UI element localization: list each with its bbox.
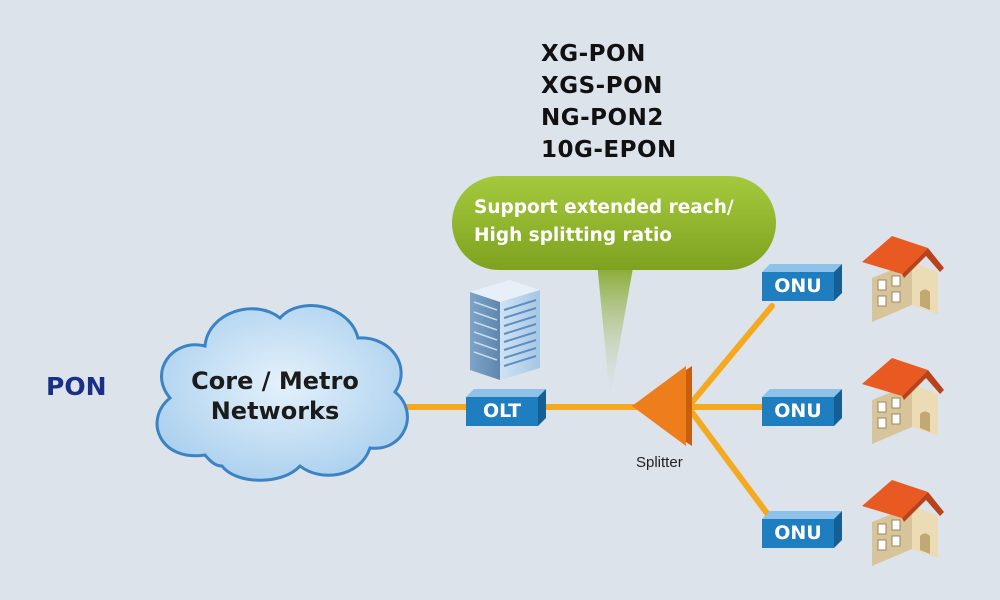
fiber-links xyxy=(392,303,775,523)
callout-text: Support extended reach/ High splitting r… xyxy=(474,194,734,250)
splitter-icon xyxy=(632,366,692,446)
callout-line-2: High splitting ratio xyxy=(474,225,672,246)
callout-bubble xyxy=(452,176,776,398)
onu-label-1: ONU xyxy=(774,275,822,297)
onu-box-1 xyxy=(762,264,842,301)
standard-xgs-pon: XGS-PON xyxy=(541,73,663,99)
onu-box-3 xyxy=(762,511,842,548)
cloud-icon xyxy=(155,304,409,482)
splitter-label: Splitter xyxy=(636,454,683,471)
cloud-label-line-2: Networks xyxy=(210,397,340,425)
cloud-label-line-1: Core / Metro xyxy=(191,367,359,395)
house-icon-3 xyxy=(862,480,944,566)
house-icon-1 xyxy=(862,236,944,322)
standard-ng-pon2: NG-PON2 xyxy=(541,105,664,131)
pon-title: PON xyxy=(46,372,107,401)
onu-label-3: ONU xyxy=(774,522,822,544)
house-icon-2 xyxy=(862,358,944,444)
fiber-splitter-onu-3 xyxy=(685,404,775,523)
standard-10g-epon: 10G-EPON xyxy=(541,137,677,163)
onu-label-2: ONU xyxy=(774,400,822,422)
onu-box-2 xyxy=(762,389,842,426)
olt-box xyxy=(466,389,546,426)
cloud-label: Core / Metro Networks xyxy=(170,366,380,426)
callout-line-1: Support extended reach/ xyxy=(474,197,734,218)
olt-label: OLT xyxy=(482,400,522,422)
standards-list: XG-PON XGS-PON NG-PON2 10G-EPON xyxy=(541,38,677,166)
standard-xg-pon: XG-PON xyxy=(541,41,646,67)
building-icon xyxy=(470,280,540,380)
fiber-splitter-onu-1 xyxy=(685,303,775,410)
